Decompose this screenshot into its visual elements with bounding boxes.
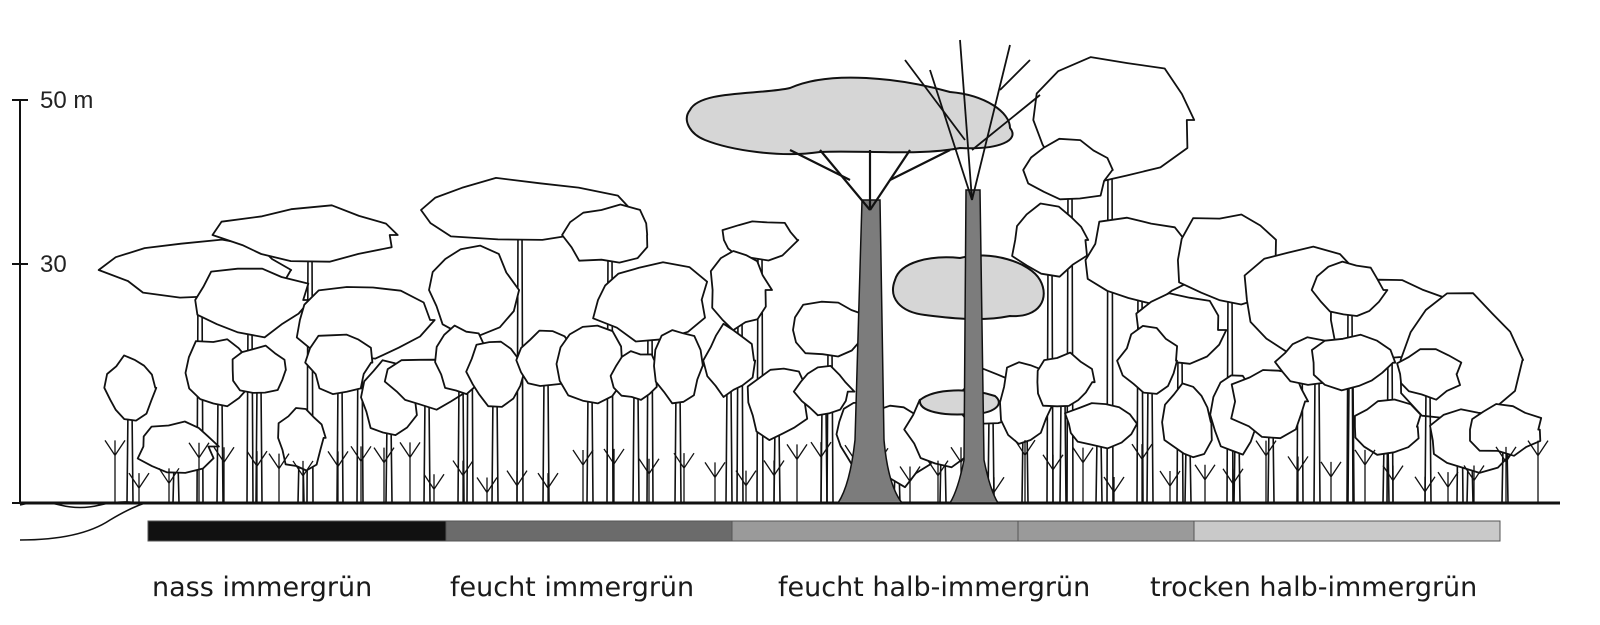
undergrowth xyxy=(573,450,593,503)
undergrowth xyxy=(1321,462,1341,503)
tree-trunk xyxy=(647,324,653,503)
undergrowth xyxy=(159,468,179,503)
tree-trunk xyxy=(1314,376,1320,503)
undergrowth xyxy=(1528,441,1548,503)
tree-crown xyxy=(1065,403,1137,448)
undergrowth xyxy=(705,462,725,503)
undergrowth xyxy=(328,451,348,503)
tree-crown xyxy=(748,369,809,441)
tree-crown xyxy=(233,346,286,393)
tree xyxy=(703,324,755,503)
undergrowth xyxy=(1438,472,1458,503)
tree-trunk xyxy=(675,388,681,503)
zone-bar xyxy=(148,521,1500,541)
undergrowth xyxy=(453,461,473,503)
riverbank xyxy=(20,502,145,540)
scale-label-50m: 50 m xyxy=(40,87,93,114)
tree-trunk xyxy=(633,391,639,503)
undergrowth xyxy=(674,453,694,503)
undergrowth xyxy=(424,474,444,503)
tree-trunk xyxy=(1107,156,1113,503)
undergrowth xyxy=(538,473,558,503)
tree-crown xyxy=(654,330,703,403)
undergrowth xyxy=(400,442,420,503)
undergrowth xyxy=(1015,440,1035,503)
tree-trunk xyxy=(1348,379,1354,503)
tree-trunk xyxy=(217,395,223,503)
undergrowth xyxy=(736,471,756,503)
undergrowth xyxy=(1288,456,1308,503)
tree-trunk xyxy=(587,390,593,503)
tree-crown xyxy=(104,355,156,420)
tree-crown xyxy=(195,269,310,338)
tree xyxy=(1023,139,1113,503)
height-scale xyxy=(12,100,28,503)
undergrowth xyxy=(1195,465,1215,503)
undergrowth xyxy=(129,473,149,503)
tree xyxy=(654,330,703,503)
zone-label-moist-semi-evergreen: feucht halb-immergrün xyxy=(778,572,1090,603)
zone-label-dry-semi-evergreen: trocken halb-immergrün xyxy=(1150,572,1477,603)
tree-crown xyxy=(1355,400,1421,455)
tree-crown xyxy=(1037,353,1094,407)
zone-bar-segment xyxy=(732,521,1018,541)
tree-trunk xyxy=(127,408,133,503)
undergrowth xyxy=(1073,448,1093,503)
tree xyxy=(1401,293,1524,503)
zone-label-moist-evergreen: feucht immergrün xyxy=(450,572,694,603)
tree-crown xyxy=(278,408,326,471)
emergent-crown-small xyxy=(920,390,999,414)
zone-label-wet-evergreen: nass immergrün xyxy=(152,572,372,603)
tree xyxy=(278,408,326,503)
tree xyxy=(138,422,219,504)
tree-trunk xyxy=(247,321,253,503)
tree-trunk xyxy=(726,382,732,503)
tree xyxy=(611,351,657,503)
zone-bar-segment xyxy=(1018,521,1194,541)
undergrowth xyxy=(477,477,497,503)
tree-trunk xyxy=(1147,381,1153,503)
undergrowth xyxy=(105,440,125,503)
undergrowth xyxy=(247,451,267,503)
undergrowth xyxy=(351,446,371,503)
undergrowth xyxy=(787,444,807,503)
tree-crown xyxy=(1162,383,1212,457)
undergrowth xyxy=(1132,444,1152,503)
tree xyxy=(1012,204,1088,504)
undergrowth xyxy=(1415,477,1435,503)
tree-trunk xyxy=(424,398,430,503)
tree-crown xyxy=(429,246,519,336)
undergrowth xyxy=(1355,450,1375,503)
undergrowth xyxy=(507,471,527,503)
undergrowth xyxy=(639,459,659,503)
undergrowth xyxy=(764,460,784,503)
zone-bar-segment xyxy=(446,521,732,541)
zone-bar-segment xyxy=(148,521,446,541)
undergrowth xyxy=(1383,466,1403,503)
zone-bar-segment xyxy=(1194,521,1500,541)
scale-label-30: 30 xyxy=(40,251,67,278)
tree-trunk xyxy=(492,392,498,503)
